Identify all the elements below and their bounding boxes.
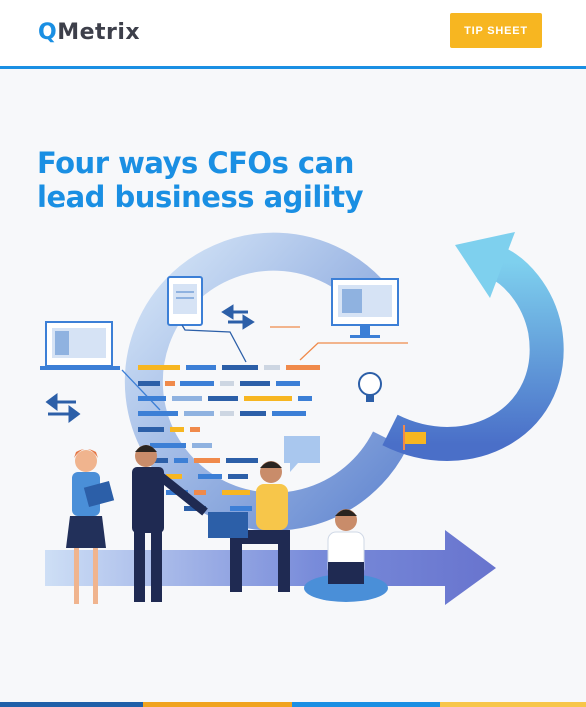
page-title: Four ways CFOs can lead business agility	[37, 146, 437, 214]
tip-sheet-badge: TIP SHEET	[450, 13, 542, 48]
footer-segment-1	[0, 702, 143, 707]
footer-segment-4	[440, 702, 586, 707]
man-with-laptop-sitting	[208, 461, 290, 592]
footer-segment-3	[292, 702, 440, 707]
lightbulb-icon	[358, 372, 382, 402]
footer-segment-2	[143, 702, 292, 707]
agility-illustration	[40, 232, 564, 605]
logo-q: Q	[38, 20, 58, 45]
qmetrix-logo[interactable]: QMetrix	[38, 20, 140, 45]
code-lines	[138, 365, 320, 511]
header-divider	[0, 66, 586, 69]
connector-lines	[121, 324, 408, 411]
circular-arrow	[124, 232, 564, 531]
footer-color-bar	[0, 702, 586, 707]
monitor-icon	[331, 278, 399, 338]
forward-arrow	[45, 530, 496, 605]
header: QMetrix TIP SHEET	[0, 0, 586, 69]
title-line-1: Four ways CFOs can	[37, 146, 354, 180]
logo-text: Metrix	[57, 20, 141, 45]
man-in-suit	[132, 445, 208, 602]
laptop-icon	[40, 321, 120, 370]
title-line-2: lead business agility	[37, 180, 364, 214]
card-icon	[403, 425, 426, 450]
man-cross-legged	[304, 509, 388, 602]
speech-bubble	[284, 436, 320, 472]
swap-arrows-icon	[45, 304, 255, 423]
woman-with-clipboard	[66, 449, 115, 604]
tablet-icon	[167, 276, 203, 326]
